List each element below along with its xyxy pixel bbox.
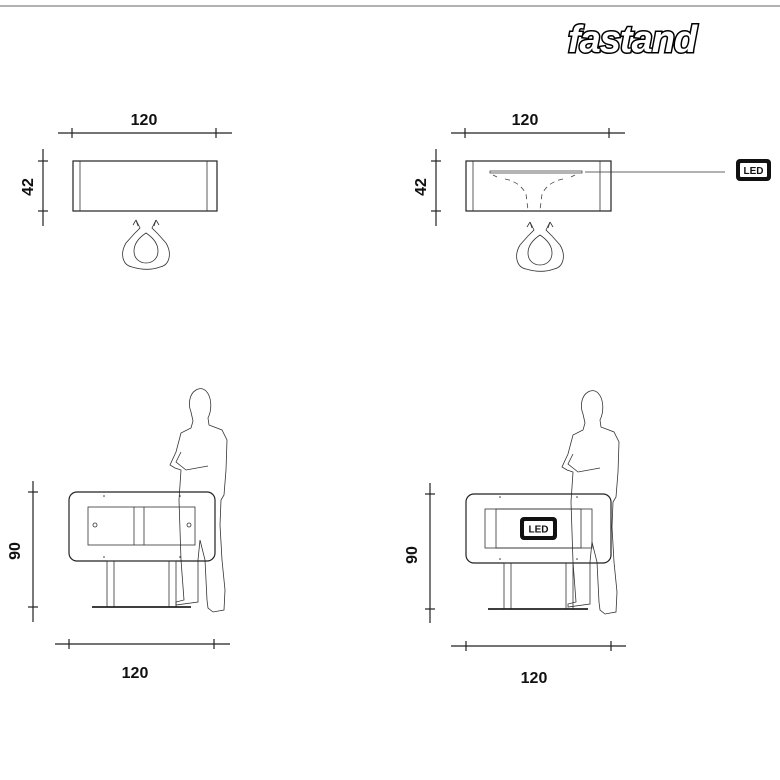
top-view-led: 120 42 LED <box>413 112 771 272</box>
svg-text:LED: LED <box>744 166 764 177</box>
front-view-plain: 90 120 <box>7 388 230 682</box>
person-silhouette-icon <box>169 388 228 613</box>
light-cone <box>492 174 576 211</box>
depth-label: 42 <box>20 178 37 196</box>
svg-text:fastand: fastand <box>568 19 698 61</box>
height-label: 90 <box>404 546 421 564</box>
depth-label: 42 <box>413 178 430 196</box>
led-strip <box>489 170 583 174</box>
led-panel <box>495 508 582 549</box>
width-label: 120 <box>521 670 548 687</box>
width-label: 120 <box>512 112 539 129</box>
panel-outline <box>68 491 216 562</box>
person-top-icon <box>516 221 564 272</box>
width-label: 120 <box>122 665 149 682</box>
fastand-logo: fastand <box>567 18 701 63</box>
person-top-icon <box>122 219 170 270</box>
stand-top-outline <box>72 160 218 212</box>
width-label: 120 <box>131 112 158 129</box>
led-panel-badge: LED <box>520 517 557 540</box>
front-view-led: 90 LED 120 <box>404 390 626 687</box>
top-view-plain: 120 42 <box>20 112 232 270</box>
height-label: 90 <box>7 542 24 560</box>
led-callout-badge: LED <box>736 159 771 181</box>
svg-text:LED: LED <box>529 525 549 536</box>
